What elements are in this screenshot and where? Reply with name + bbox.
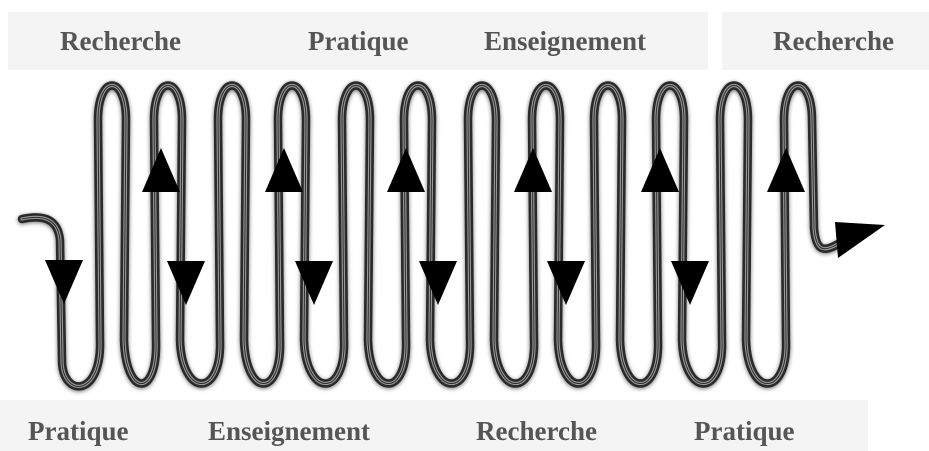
top-label-recherche-1: Recherche	[60, 26, 181, 56]
right-arrow-icon	[835, 222, 885, 258]
down-arrow-icon	[671, 261, 709, 305]
down-arrow-icon	[167, 261, 205, 305]
down-arrow-icon	[45, 260, 83, 304]
up-arrow-icon	[641, 148, 679, 192]
arrows	[45, 148, 885, 305]
up-arrow-icon	[514, 148, 552, 192]
top-label-enseignement: Enseignement	[484, 26, 646, 56]
coil-core	[21, 85, 839, 387]
down-arrow-icon	[295, 261, 333, 305]
down-arrow-icon	[419, 261, 457, 305]
bottom-label-pratique-2: Pratique	[694, 416, 795, 446]
bottom-label-band	[0, 400, 868, 451]
coil	[17, 81, 843, 391]
up-arrow-icon	[265, 148, 303, 192]
top-label-band	[8, 12, 708, 70]
top-label-pratique: Pratique	[308, 26, 409, 56]
up-arrow-icon	[767, 148, 805, 192]
top-label-recherche-2: Recherche	[773, 26, 894, 56]
top-label-band-right	[722, 12, 929, 70]
bottom-label-pratique-1: Pratique	[28, 416, 129, 446]
down-arrow-icon	[547, 261, 585, 305]
bottom-label-enseignement: Enseignement	[208, 416, 370, 446]
bottom-label-recherche: Recherche	[476, 416, 597, 446]
up-arrow-icon	[387, 148, 425, 192]
up-arrow-icon	[142, 148, 180, 192]
